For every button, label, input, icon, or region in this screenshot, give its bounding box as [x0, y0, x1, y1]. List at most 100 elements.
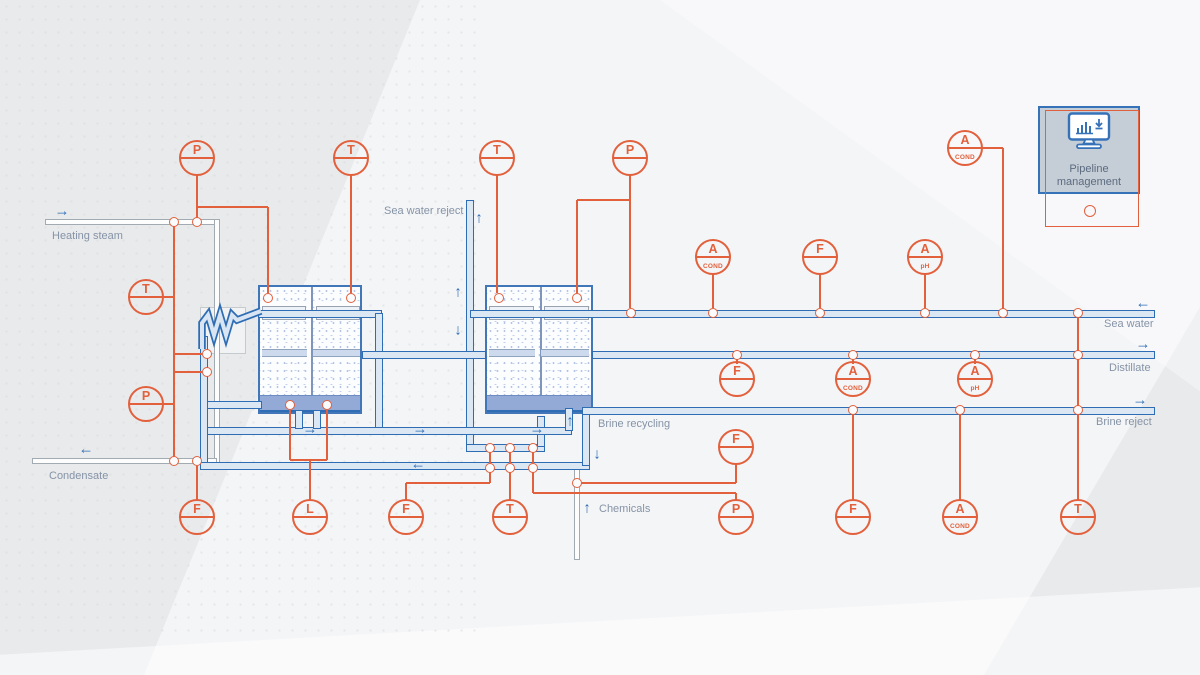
label-distillate: Distillate — [1109, 362, 1151, 374]
measurement-tap — [168, 455, 179, 466]
instrument-t-brine[interactable]: T — [1060, 499, 1096, 535]
measurement-tap — [345, 292, 356, 303]
signal-line — [173, 222, 175, 461]
instrument-t-evaporator2[interactable]: T — [479, 140, 515, 176]
instrument-t-steam-riser[interactable]: T — [128, 279, 164, 315]
water-pipe — [200, 462, 590, 470]
water-pipe — [313, 410, 321, 429]
flow-arrow: → — [54, 202, 70, 220]
water-pipe — [362, 351, 486, 359]
water-pipe — [295, 410, 303, 429]
measurement-tap — [919, 307, 930, 318]
signal-line — [533, 492, 736, 494]
measurement-tap — [847, 349, 858, 360]
monitor-chart-download-icon — [1067, 112, 1111, 149]
water-pipe — [470, 310, 1155, 318]
instrument-f-brine[interactable]: F — [835, 499, 871, 535]
flow-arrow: ← — [78, 440, 94, 458]
instrument-letter: F — [402, 502, 410, 516]
pipeline-management-node[interactable] — [1084, 205, 1096, 217]
flow-arrow: ← — [410, 455, 426, 473]
measurement-tap — [484, 462, 495, 473]
signal-line — [735, 493, 737, 501]
label-condensate: Condensate — [49, 470, 109, 482]
instrument-chord — [836, 378, 870, 380]
water-pipe — [204, 401, 262, 409]
measurement-tap — [168, 216, 179, 227]
instrument-chord — [958, 378, 992, 380]
instrument-chord — [719, 516, 753, 518]
flow-arrow: ↑ — [566, 412, 574, 430]
instrument-letter: A — [920, 242, 930, 256]
measurement-tap — [284, 399, 295, 410]
signal-line — [267, 207, 269, 293]
measurement-tap — [484, 442, 495, 453]
measurement-tap — [201, 348, 212, 359]
signal-line — [924, 273, 926, 308]
signal-line — [174, 371, 202, 373]
measurement-tap — [731, 349, 742, 360]
instrument-subtype: COND — [955, 153, 975, 161]
measurement-tap — [707, 307, 718, 318]
measurement-tap — [201, 366, 212, 377]
signal-line — [735, 463, 737, 483]
signal-line — [406, 482, 490, 484]
instrument-letter: F — [733, 364, 741, 378]
instrument-f-seawater[interactable]: F — [802, 239, 838, 275]
instrument-letter: F — [193, 502, 201, 516]
measurement-tap — [571, 292, 582, 303]
instrument-subtype: COND — [843, 384, 863, 392]
signal-line — [629, 174, 631, 308]
label-brine-recycling: Brine recycling — [598, 418, 671, 430]
vessel-divider — [311, 287, 313, 412]
instrument-f-recycle[interactable]: F — [388, 499, 424, 535]
flow-arrow: ← — [1135, 294, 1151, 312]
measurement-tap — [969, 349, 980, 360]
instrument-letter: A — [955, 502, 965, 516]
instrument-l-evaporator1[interactable]: L — [292, 499, 328, 535]
instrument-f-chemicals[interactable]: F — [718, 429, 754, 465]
instrument-letter: P — [192, 143, 202, 157]
instrument-p-evaporator2[interactable]: P — [612, 140, 648, 176]
measurement-tap — [191, 216, 202, 227]
instrument-p-recycle[interactable]: P — [718, 499, 754, 535]
instrument-chord — [129, 296, 163, 298]
signal-line — [196, 174, 198, 222]
instrument-f-distillate[interactable]: F — [719, 361, 755, 397]
measurement-tap — [191, 455, 202, 466]
signal-line — [959, 412, 961, 501]
measurement-tap — [504, 462, 515, 473]
measurement-tap — [954, 404, 965, 415]
instrument-p-steam-riser[interactable]: P — [128, 386, 164, 422]
instrument-chord — [696, 256, 730, 258]
instrument-p-steam[interactable]: P — [179, 140, 215, 176]
instrument-letter: F — [849, 502, 857, 516]
pipeline-management-title: management — [1056, 176, 1122, 188]
instrument-chord — [334, 157, 368, 159]
instrument-chord — [948, 147, 982, 149]
instrument-f-condensate[interactable]: F — [179, 499, 215, 535]
label-brine-reject: Brine reject — [1096, 416, 1152, 428]
distillate-tray — [313, 349, 360, 357]
instrument-chord — [943, 516, 977, 518]
flow-arrow: ↑ — [454, 283, 462, 301]
instrument-t-recycle[interactable]: T — [492, 499, 528, 535]
signal-line — [712, 273, 714, 308]
instrument-chord — [908, 256, 942, 258]
flow-arrow: → — [1135, 335, 1151, 353]
water-pipe — [582, 408, 590, 466]
instrument-chord — [719, 446, 753, 448]
instrument-letter: L — [306, 502, 314, 516]
instrument-t-evaporator1[interactable]: T — [333, 140, 369, 176]
instrument-a-cond-brine[interactable]: A COND — [942, 499, 978, 535]
water-pipe — [592, 351, 1155, 359]
instrument-subtype: COND — [703, 262, 723, 270]
steam-pipe — [32, 458, 217, 464]
instrument-subtype: COND — [950, 522, 970, 530]
flow-arrow: ↑ — [583, 499, 591, 517]
